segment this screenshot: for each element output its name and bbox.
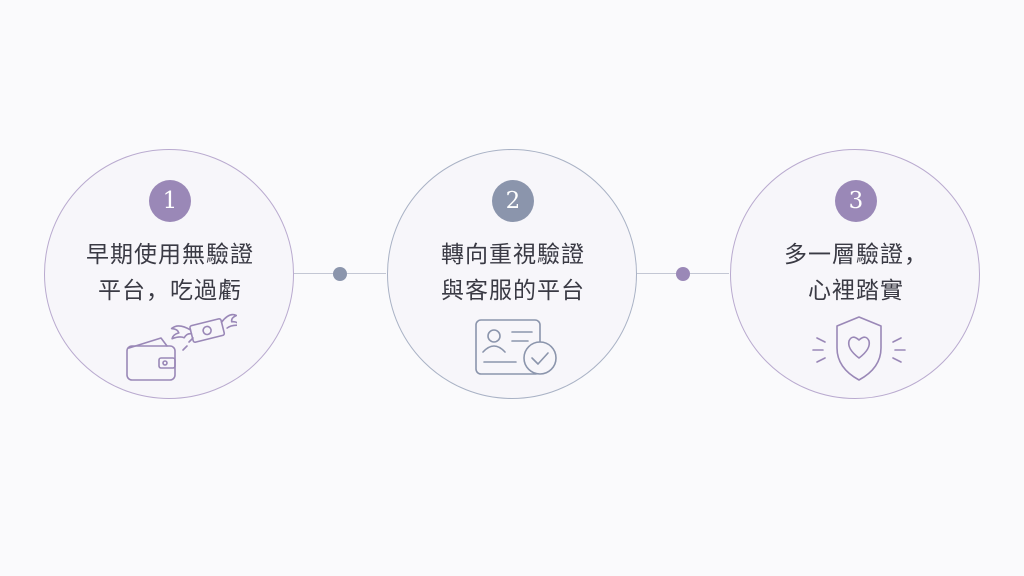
step-3-number-badge: 3 (835, 180, 877, 222)
wallet-with-flying-money-icon (126, 313, 237, 381)
step-2-caption-line-1: 轉向重視驗證 (441, 242, 585, 268)
step-3-caption-line-1: 多一層驗證， (784, 242, 928, 268)
step-1-caption-line-1: 早期使用無驗證 (86, 242, 254, 268)
step-2-caption: 轉向重視驗證 與客服的平台 (388, 237, 638, 309)
id-card-verified-icon (475, 319, 557, 375)
step-1-caption-line-2: 平台，吃過虧 (98, 278, 242, 304)
step-2-circle: 2 轉向重視驗證 與客服的平台 (387, 149, 637, 399)
connector-dot-1 (333, 267, 347, 281)
step-2-caption-line-2: 與客服的平台 (441, 278, 585, 304)
step-2-number-badge: 2 (492, 180, 534, 222)
connector-dot-2 (676, 267, 690, 281)
shield-heart-icon (812, 316, 906, 381)
step-1-number-badge: 1 (149, 180, 191, 222)
step-1-caption: 早期使用無驗證 平台，吃過虧 (45, 237, 295, 309)
step-1-circle: 1 早期使用無驗證 平台，吃過虧 (44, 149, 294, 399)
step-3-caption: 多一層驗證， 心裡踏實 (731, 237, 981, 309)
step-3-caption-line-2: 心裡踏實 (808, 278, 904, 304)
step-3-circle: 3 多一層驗證， 心裡踏實 (730, 149, 980, 399)
